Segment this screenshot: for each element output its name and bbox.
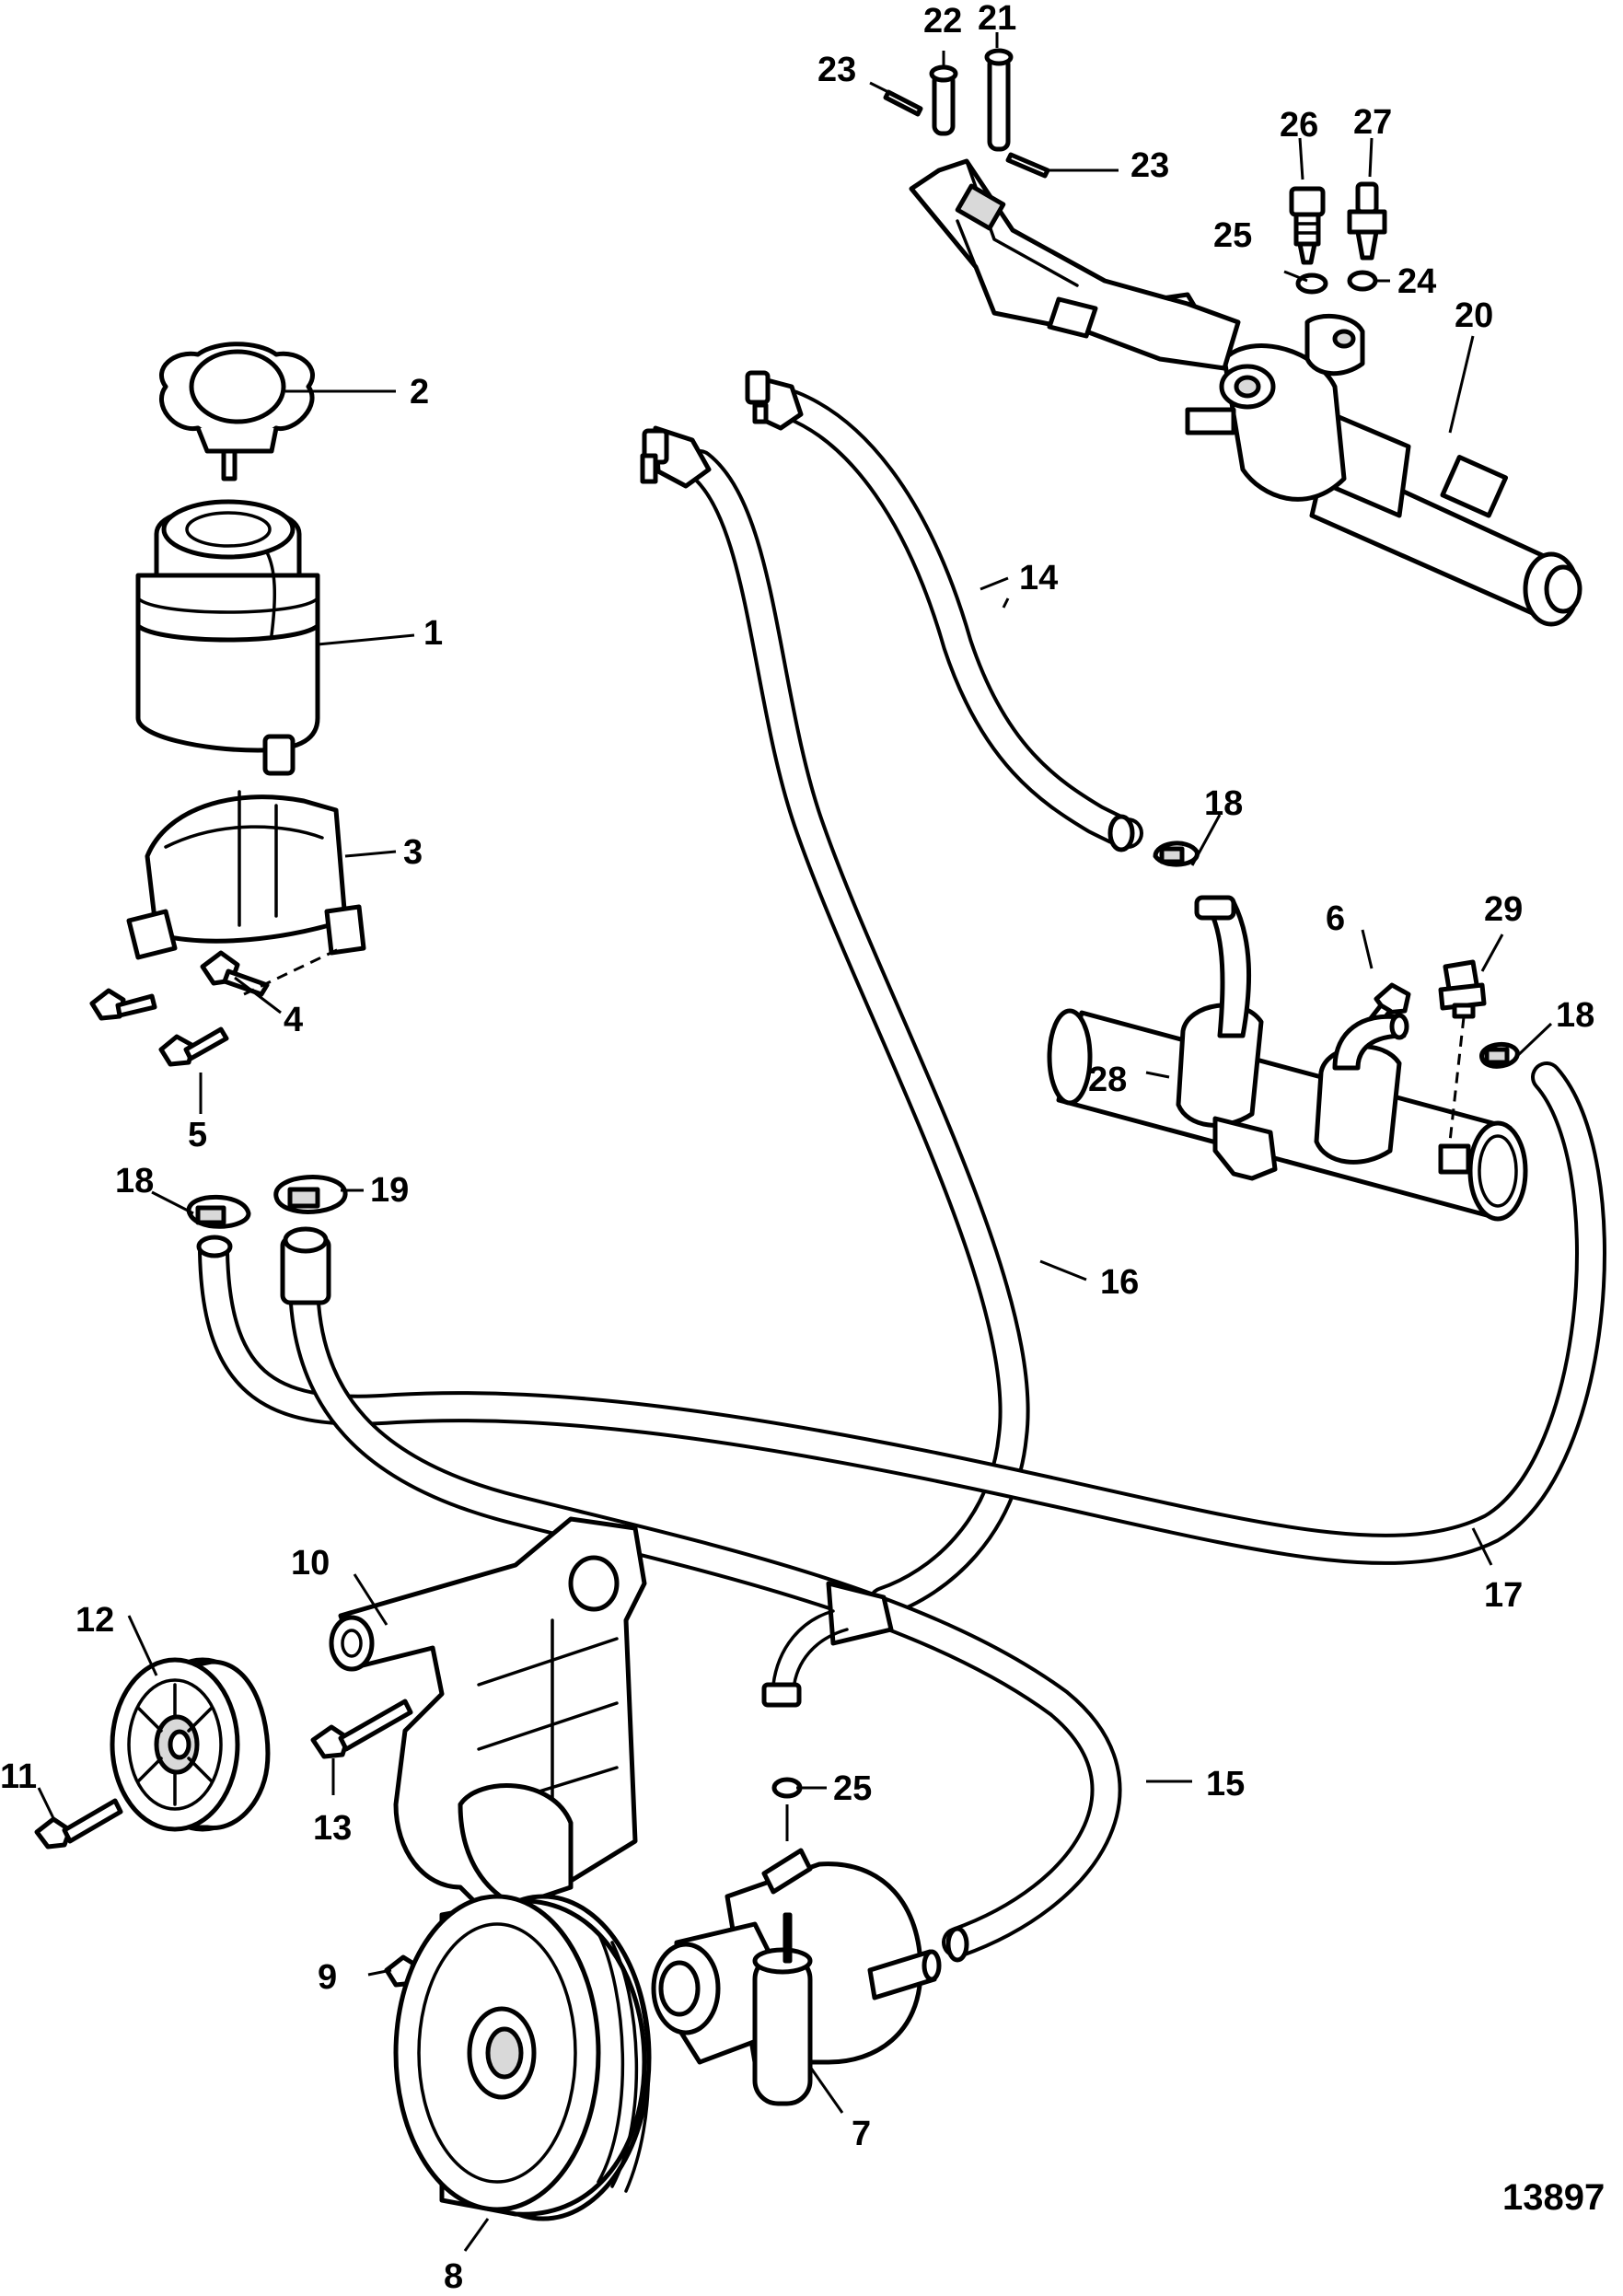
bolt-5: [158, 1026, 229, 1067]
reservoir-bracket: [126, 790, 366, 960]
callout-18-right: 18: [1556, 996, 1594, 1035]
hose-16: [684, 449, 1030, 1618]
cotter-pin-23-left: [883, 89, 923, 117]
callout-23-right: 23: [1130, 146, 1169, 185]
fluid-cooler: [1047, 895, 1528, 1222]
idler-pulley: [110, 1657, 271, 1832]
reservoir-cap: [158, 342, 315, 481]
callout-25-pump: 25: [833, 1769, 872, 1808]
callout-15: 15: [1206, 1765, 1245, 1803]
o-ring-25-pump: [771, 1777, 803, 1799]
callout-29: 29: [1484, 890, 1523, 929]
bolt-11: [34, 1798, 123, 1850]
figure-number: 13897: [1502, 2177, 1605, 2218]
callout-8: 8: [444, 2257, 463, 2296]
callout-1: 1: [423, 614, 443, 653]
callout-7: 7: [852, 2115, 871, 2153]
hose-clamp-18-top: [1153, 841, 1200, 867]
fitting-26: [1289, 186, 1326, 265]
pin-21: [984, 48, 1014, 152]
power-steering-pump: [651, 1848, 942, 2106]
bolt-13: [310, 1699, 413, 1759]
callout-24: 24: [1397, 262, 1436, 301]
callout-21: 21: [978, 0, 1016, 38]
callout-22: 22: [923, 2, 962, 41]
callout-20: 20: [1455, 296, 1493, 335]
callout-2: 2: [410, 373, 429, 412]
callout-16: 16: [1100, 1263, 1139, 1302]
leader-lines: [37, 32, 1553, 2252]
callout-6: 6: [1326, 899, 1345, 938]
callout-18-left: 18: [115, 1162, 154, 1200]
callout-13: 13: [313, 1809, 352, 1848]
reservoir: [135, 499, 320, 776]
callout-3: 3: [403, 833, 423, 872]
bolt-4b: [89, 988, 157, 1021]
callout-19: 19: [370, 1171, 409, 1210]
cotter-pin-23-right: [1005, 152, 1050, 179]
callout-14: 14: [1019, 559, 1058, 597]
callout-11: 11: [0, 1757, 37, 1796]
hose-15: [288, 1264, 1122, 1963]
hose-clamp-18-left: [186, 1194, 251, 1229]
callout-26: 26: [1280, 106, 1318, 145]
callout-28: 28: [1088, 1061, 1127, 1099]
callout-5: 5: [188, 1116, 207, 1154]
callout-25-top: 25: [1213, 216, 1252, 255]
hose-15-end-sleeve: [280, 1226, 331, 1305]
fitting-27: [1347, 181, 1387, 261]
callout-27: 27: [1353, 103, 1392, 142]
steering-actuator: [909, 158, 1582, 627]
o-ring-24: [1347, 270, 1378, 292]
drive-pulley: [393, 1894, 652, 2221]
callout-10: 10: [291, 1544, 330, 1583]
hose-14: [776, 389, 1143, 852]
pressure-sensor: [1438, 959, 1487, 1019]
hose-clamp-19: [273, 1175, 348, 1214]
pin-22: [929, 64, 958, 136]
callout-9: 9: [318, 1958, 337, 1997]
callout-17: 17: [1484, 1576, 1523, 1615]
mounting-bracket: [329, 1516, 647, 1918]
hose-16-elbow-fitting: [640, 425, 712, 489]
hose-clamp-18-right: [1479, 1042, 1520, 1069]
callout-18-top: 18: [1204, 784, 1243, 823]
hose-16-pump-fitting: [761, 1581, 894, 1708]
callout-23-left: 23: [817, 51, 856, 89]
hose-14-elbow-fitting: [745, 370, 804, 431]
bolt-4: [200, 950, 270, 997]
callout-12: 12: [75, 1601, 114, 1640]
callout-4: 4: [284, 1001, 303, 1039]
